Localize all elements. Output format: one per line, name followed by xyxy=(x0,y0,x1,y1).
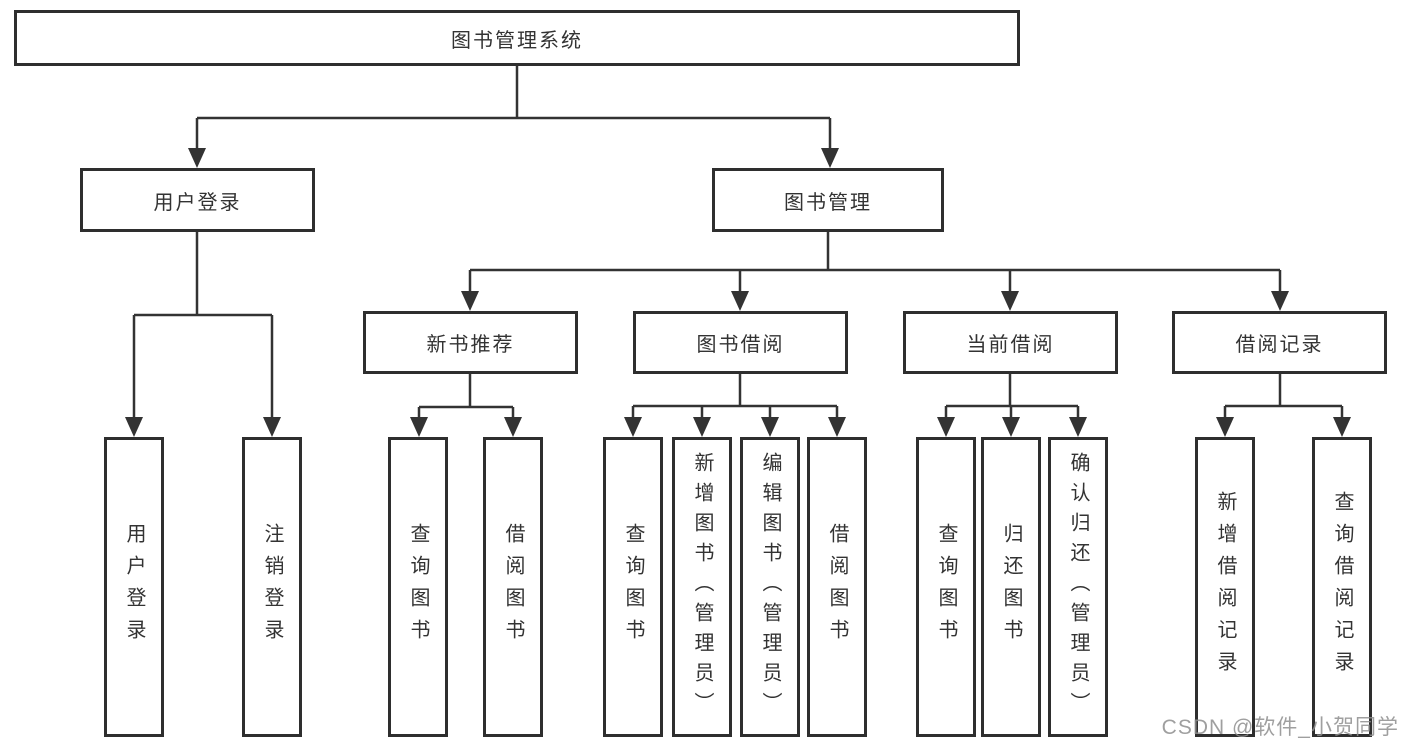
arrowhead xyxy=(1069,417,1087,437)
arrowhead xyxy=(761,417,779,437)
node-new-book-recommend: 新书推荐 xyxy=(363,311,578,374)
leaf-borrow-books: 借阅图书 xyxy=(483,437,543,737)
leaf-add-borrow-record: 新增借阅记录 xyxy=(1195,437,1255,737)
leaf-query-books: 查询图书 xyxy=(388,437,448,737)
leaf-query-borrow-record: 查询借阅记录 xyxy=(1312,437,1372,737)
connector-current xyxy=(944,374,1080,419)
leaf-logout: 注销登录 xyxy=(242,437,302,737)
arrowhead xyxy=(1001,291,1019,311)
connector-root xyxy=(195,66,832,150)
arrowhead xyxy=(821,148,839,168)
connector-borrow xyxy=(631,374,839,419)
arrowhead xyxy=(731,291,749,311)
connector-new-book xyxy=(417,374,515,419)
leaf-edit-books-admin: 编辑图书（管理员） xyxy=(740,437,800,737)
arrowhead xyxy=(461,291,479,311)
arrowhead xyxy=(693,417,711,437)
leaf-add-books-admin: 新增图书（管理员） xyxy=(672,437,732,737)
arrowhead xyxy=(263,417,281,437)
arrowhead xyxy=(1333,417,1351,437)
csdn-watermark: CSDN @软件_小贺同学 xyxy=(1161,716,1399,739)
node-root-system: 图书管理系统 xyxy=(14,10,1020,66)
arrowhead xyxy=(410,417,428,437)
leaf-query-books: 查询图书 xyxy=(603,437,663,737)
leaf-user-login: 用户登录 xyxy=(104,437,164,737)
arrowhead xyxy=(624,417,642,437)
arrowhead xyxy=(504,417,522,437)
arrowhead xyxy=(1271,291,1289,311)
connector-book-management xyxy=(468,232,1282,293)
leaf-borrow-books: 借阅图书 xyxy=(807,437,867,737)
arrowhead xyxy=(1216,417,1234,437)
leaf-confirm-return-admin: 确认归还（管理员） xyxy=(1048,437,1108,737)
connector-user-login xyxy=(132,232,274,419)
leaf-query-books: 查询图书 xyxy=(916,437,976,737)
node-book-management: 图书管理 xyxy=(712,168,944,232)
arrowhead xyxy=(125,417,143,437)
node-borrow-record: 借阅记录 xyxy=(1172,311,1387,374)
node-current-borrow: 当前借阅 xyxy=(903,311,1118,374)
arrowhead xyxy=(1002,417,1020,437)
node-book-borrow: 图书借阅 xyxy=(633,311,848,374)
connector-records xyxy=(1223,374,1344,419)
leaf-return-books: 归还图书 xyxy=(981,437,1041,737)
node-user-login: 用户登录 xyxy=(80,168,315,232)
arrowhead xyxy=(937,417,955,437)
arrowhead xyxy=(828,417,846,437)
arrowhead xyxy=(188,148,206,168)
